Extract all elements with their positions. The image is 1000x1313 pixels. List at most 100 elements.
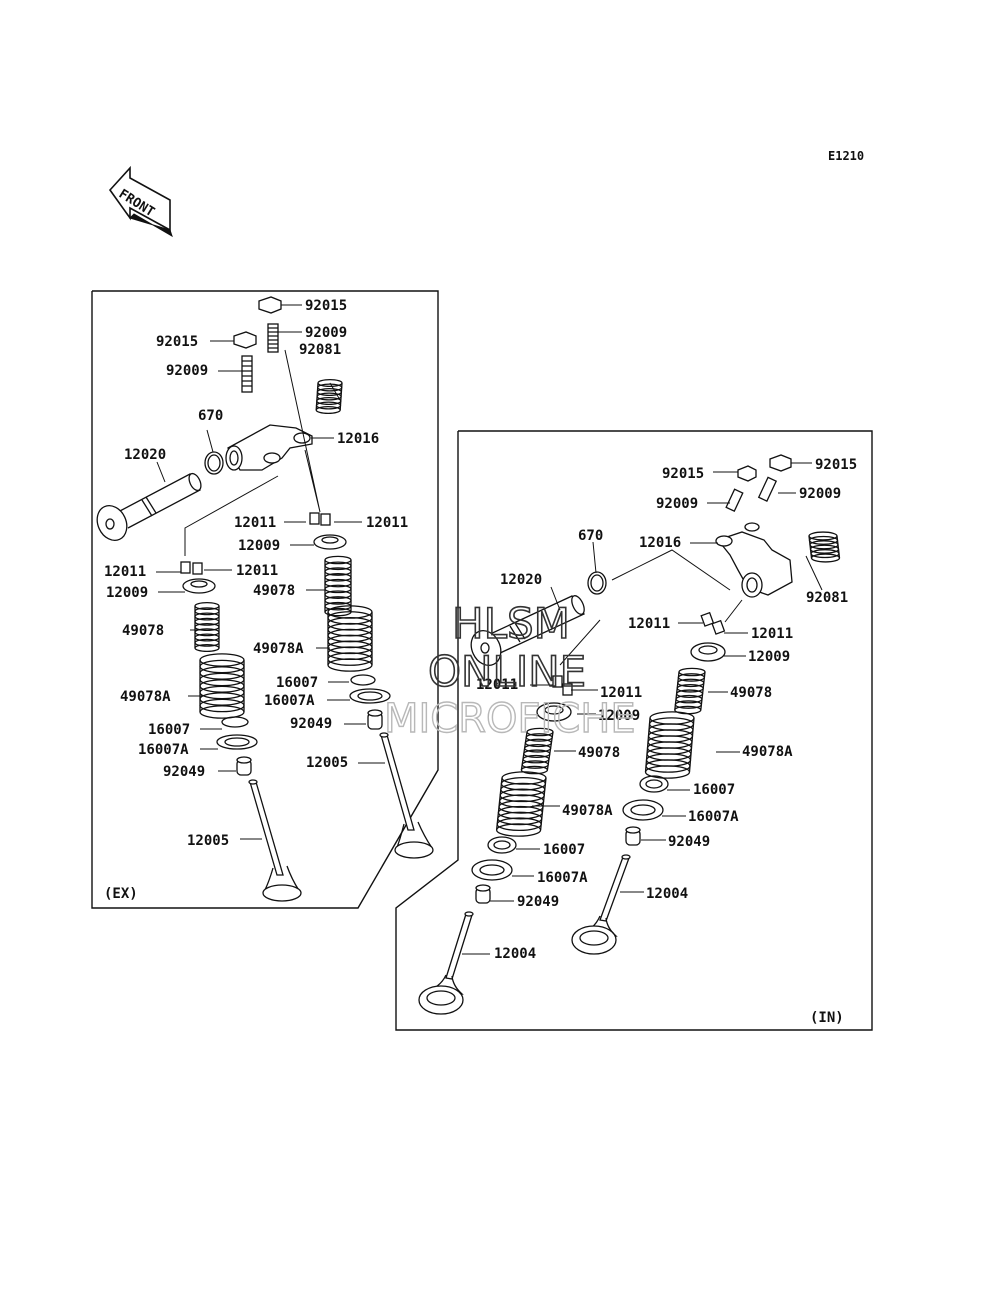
- ex-label-keeper-left-b: 12011: [236, 563, 278, 579]
- watermark-line1: HLSM: [452, 599, 570, 648]
- ex-seat-a-right: [349, 688, 391, 704]
- ex-keepers-right: [309, 512, 331, 526]
- ex-keepers-left: [180, 561, 203, 575]
- ex-label-stud-left: 92009: [166, 363, 208, 379]
- in-keepers-right: [700, 611, 726, 635]
- in-label-rocker-arm: 12016: [639, 535, 681, 551]
- in-panel-tag: (IN): [810, 1010, 844, 1026]
- ex-spring-small: [315, 378, 343, 415]
- ex-nut-left: [233, 331, 257, 349]
- in-label-rocker-shaft: 12020: [500, 572, 542, 588]
- in-label-stud-right: 92009: [799, 486, 841, 502]
- in-valve-left: [418, 911, 474, 1015]
- in-label-outer-spring-left: 49078A: [562, 803, 613, 819]
- in-label-keeper-right-a: 12011: [628, 616, 670, 632]
- ex-inner-spring-left: [194, 601, 220, 653]
- ex-outer-spring-left: [199, 653, 245, 719]
- in-rocker-shaft: [470, 595, 585, 667]
- ex-retainer-left: [182, 578, 216, 594]
- in-label-retainer-right: 12009: [748, 649, 790, 665]
- in-nut-right: [769, 454, 792, 472]
- in-seal-left: [475, 884, 491, 904]
- ex-label-seat-left: 16007: [148, 722, 190, 738]
- ex-label-seat-right: 16007: [276, 675, 318, 691]
- in-label-outer-spring-right: 49078A: [742, 744, 793, 760]
- ex-seal-right: [367, 709, 383, 730]
- ex-label-retainer-left: 12009: [106, 585, 148, 601]
- ex-label-rocker-arm: 12016: [337, 431, 379, 447]
- in-label-retainer-left: 12009: [598, 708, 640, 724]
- in-inner-spring-left: [520, 727, 554, 775]
- ex-panel: (EX): [91, 290, 439, 909]
- in-label-seal-left: 92049: [517, 894, 559, 910]
- in-stud-left: [725, 488, 744, 513]
- in-oring: [587, 571, 607, 595]
- spring-outline: [808, 535, 841, 559]
- watermark-line2: ONLINE: [428, 647, 586, 696]
- in-seat-left: [487, 836, 517, 854]
- in-retainer-right: [690, 642, 726, 662]
- spring-coil: [315, 405, 341, 415]
- ex-label-valve-right: 12005: [306, 755, 348, 771]
- ex-label-valve-left: 12005: [187, 833, 229, 849]
- in-label-stud-left: 92009: [656, 496, 698, 512]
- ex-seat-right: [350, 674, 376, 686]
- ex-valve-right: [379, 732, 434, 859]
- watermark: HLSM ONLINE MICROFICHE: [383, 598, 636, 743]
- ex-rocker-shaft: [96, 472, 202, 542]
- in-panel: (IN): [395, 430, 873, 1031]
- in-label-inner-spring-left: 49078: [578, 745, 620, 761]
- in-inner-spring-right: [674, 667, 706, 715]
- ex-oring: [204, 451, 224, 475]
- spring-outline: [644, 717, 695, 773]
- ex-seat-left: [221, 716, 249, 728]
- in-label-seat-a-right: 16007A: [688, 809, 739, 825]
- spring-outline: [495, 777, 547, 831]
- in-label-nut-left: 92015: [662, 466, 704, 482]
- spring-outline: [315, 382, 343, 411]
- in-label-nut-right: 92015: [815, 457, 857, 473]
- in-label-keeper-right-b: 12011: [751, 626, 793, 642]
- ex-label-spring-small: 92081: [299, 342, 341, 358]
- in-label-valve-right: 12004: [646, 886, 688, 902]
- ex-label-outer-spring-left: 49078A: [120, 689, 171, 705]
- ex-retainer-right: [313, 534, 347, 550]
- spring-outline: [327, 612, 373, 665]
- in-stud-right: [757, 476, 778, 502]
- ex-label-keeper-right-a: 12011: [234, 515, 276, 531]
- in-label-seat-right: 16007: [693, 782, 735, 798]
- in-seat-a-left: [471, 859, 513, 881]
- ex-label-nut-left: 92015: [156, 334, 198, 350]
- spring-outline: [324, 560, 352, 612]
- ex-label-keeper-right-b: 12011: [366, 515, 408, 531]
- ex-label-seat-a-left: 16007A: [138, 742, 189, 758]
- spring-outline: [199, 660, 245, 712]
- ex-label-seat-a-right: 16007A: [264, 693, 315, 709]
- ex-label-rocker-shaft: 12020: [124, 447, 166, 463]
- in-label-oring: 670: [578, 528, 603, 544]
- ex-label-retainer-right: 12009: [238, 538, 280, 554]
- ex-label-stud-right: 92009: [305, 325, 347, 341]
- in-seat-a-right: [622, 799, 664, 821]
- ex-inner-spring-right: [324, 555, 352, 617]
- in-seat-right: [639, 775, 669, 793]
- ex-label-keeper-left-a: 12011: [104, 564, 146, 580]
- spring-outline: [194, 606, 220, 648]
- ex-seat-a-left: [216, 734, 258, 750]
- ex-panel-tag: (EX): [104, 886, 138, 902]
- ex-outer-spring-right: [327, 605, 373, 672]
- ex-stud-right: [267, 323, 279, 353]
- ex-stud-left: [241, 355, 253, 393]
- in-nut-left: [737, 465, 757, 482]
- ex-valve-left: [248, 779, 302, 902]
- ex-label-nut-right: 92015: [305, 298, 347, 314]
- front-arrow-icon: FRONT: [108, 165, 173, 238]
- ex-label-seal-right: 92049: [290, 716, 332, 732]
- diagram-code: E1210: [828, 149, 864, 163]
- spring-outline: [520, 731, 554, 771]
- in-retainer-left: [536, 702, 572, 722]
- ex-label-oring: 670: [198, 408, 223, 424]
- in-outer-spring-right: [644, 711, 695, 779]
